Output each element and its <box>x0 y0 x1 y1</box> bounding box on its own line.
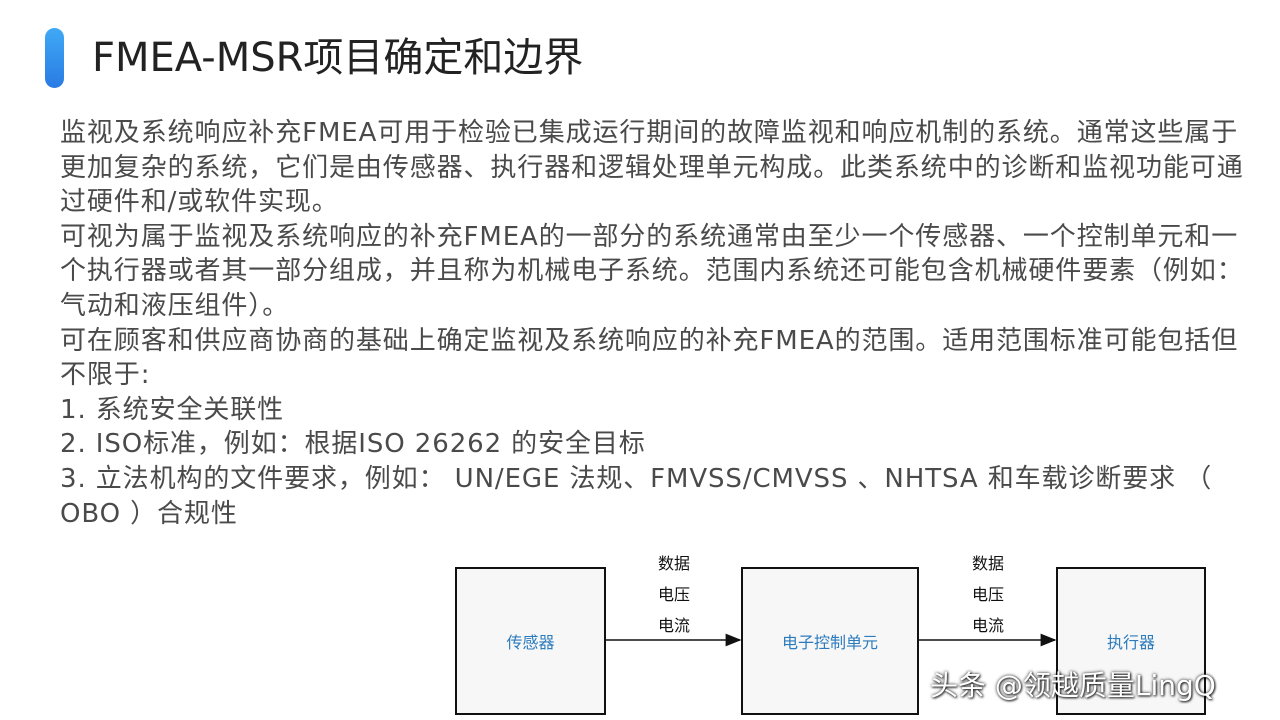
paragraph-2: 可视为属于监视及系统响应的补充FMEA的一部分的系统通常由至少一个传感器、一个控… <box>60 221 1244 321</box>
body-text: 监视及系统响应补充FMEA可用于检验已集成运行期间的故障监视和响应机制的系统。通… <box>60 116 1245 531</box>
list-item-1: 1. 系统安全关联性 <box>60 394 285 425</box>
actuator-label: 执行器 <box>1106 633 1155 652</box>
ecu-box: 电子控制单元 <box>741 567 919 715</box>
arrow2-label-data: 数据 <box>971 554 1004 573</box>
list-item-2: 2. ISO标准，例如：根据ISO 26262 的安全目标 <box>60 429 646 460</box>
slide-title: FMEA-MSR项目确定和边界 <box>92 35 584 81</box>
sensor-label: 传感器 <box>506 633 555 652</box>
sensor-box: 传感器 <box>455 567 606 715</box>
ecu-label: 电子控制单元 <box>781 633 878 652</box>
title-accent-bar <box>45 28 64 88</box>
list-item-3: 3. 立法机构的文件要求，例如： UN/EGE 法规、FMVSS/CMVSS 、… <box>60 463 1213 529</box>
arrow1-label-data: 数据 <box>657 554 690 573</box>
watermark: 头条 @领越质量LingQ <box>930 669 1216 702</box>
arrow1-label-current: 电流 <box>657 616 690 635</box>
arrow1-labels: 数据 电压 电流 <box>644 548 704 641</box>
arrow2-label-voltage: 电压 <box>971 585 1004 604</box>
actuator-box: 执行器 <box>1056 567 1206 715</box>
arrow2-label-current: 电流 <box>971 616 1004 635</box>
arrow1-label-voltage: 电压 <box>657 585 690 604</box>
paragraph-3: 可在顾客和供应商协商的基础上确定监视及系统响应的补充FMEA的范围。适用范围标准… <box>60 325 1239 391</box>
paragraph-1: 监视及系统响应补充FMEA可用于检验已集成运行期间的故障监视和响应机制的系统。通… <box>60 118 1244 218</box>
arrow2-labels: 数据 电压 电流 <box>958 548 1018 641</box>
